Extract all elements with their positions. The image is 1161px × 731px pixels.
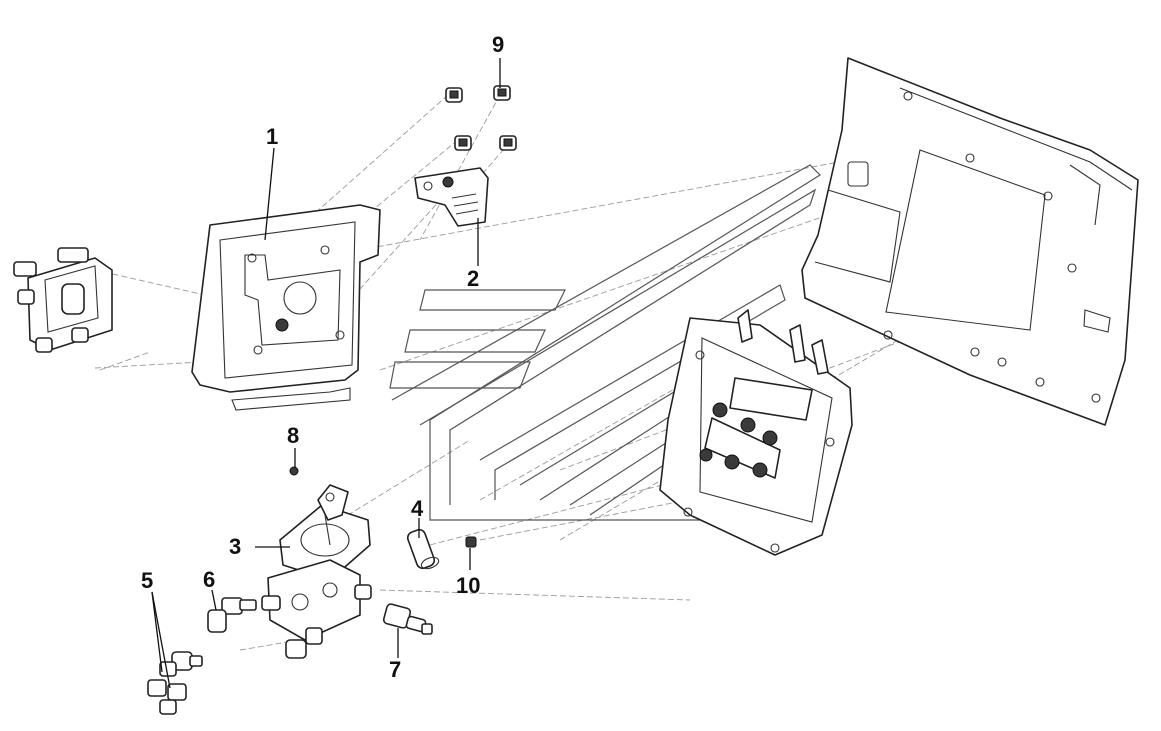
- main-valve-body: [261, 484, 372, 659]
- valve-mounting-plate: [659, 309, 853, 556]
- connectors-5: [147, 651, 203, 715]
- callout-6: 6: [203, 567, 216, 592]
- callout-10: 10: [456, 573, 481, 598]
- sleeve: [406, 528, 440, 570]
- callout-3: 3: [229, 534, 242, 559]
- fitting-6: [207, 597, 257, 633]
- callout-7: 7: [389, 657, 402, 682]
- sensor-7: [382, 603, 433, 635]
- callout-9: 9: [492, 32, 505, 57]
- small-bracket: [414, 167, 489, 227]
- callout-2: 2: [467, 266, 480, 291]
- mounting-bracket-plate: [191, 204, 381, 411]
- callout-4: 4: [411, 496, 424, 521]
- callout-1: 1: [266, 124, 279, 149]
- callout-8: 8: [287, 423, 300, 448]
- callout-5: 5: [141, 568, 154, 593]
- callout-leader-lines: [151, 58, 501, 689]
- screw-10: [465, 536, 477, 548]
- screw-8: [289, 466, 299, 476]
- cab-floor-panel: [801, 57, 1139, 426]
- left-valve-assembly: [13, 247, 113, 353]
- nut-set: [445, 85, 517, 151]
